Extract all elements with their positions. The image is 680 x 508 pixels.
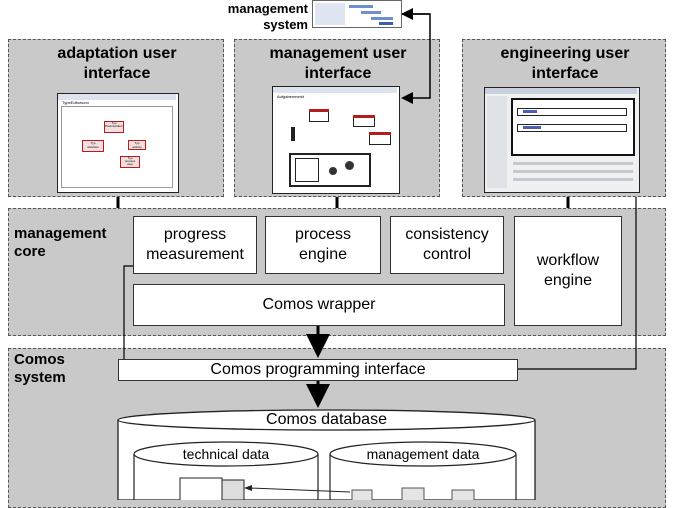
management-window-caption: Aufgabenmerkt <box>277 94 305 99</box>
adaptation-node-2: Typ activities <box>82 140 104 152</box>
comos-database-label: Comos database <box>266 411 387 428</box>
workflow-engine-box: workflow engine <box>514 216 622 326</box>
management-ui-panel: management user interface Aufgabenmerkt <box>234 39 440 197</box>
comos-wrapper-box: Comos wrapper <box>133 284 505 326</box>
adaptation-node-3: Typ activity <box>128 140 146 150</box>
engineering-ui-panel: engineering user interface <box>462 39 666 197</box>
management-system-label: management system <box>227 1 308 32</box>
management-ui-title: management user interface <box>269 45 407 82</box>
management-core-label: management core <box>14 225 107 260</box>
adaptation-ui-screenshot: TypeEditorsxxx Typ ProcessAlternative Ty… <box>57 93 179 193</box>
comos-programming-interface-box: Comos programming interface <box>118 359 518 381</box>
engineering-ui-screenshot <box>484 87 640 193</box>
comos-system-label: Comos system <box>14 351 66 386</box>
adaptation-window-caption: TypeEditorsxxx <box>62 100 90 105</box>
engineering-ui-title: engineering user interface <box>500 45 630 82</box>
technical-data-label: technical data <box>182 446 270 462</box>
adaptation-ui-panel: adaptation user interface TypeEditorsxxx… <box>8 39 224 197</box>
adaptation-ui-title: adaptation user interface <box>57 45 177 82</box>
adaptation-node-4: Typ process step <box>120 156 140 168</box>
consistency-control-box: consistency control <box>390 216 504 274</box>
progress-measurement-box: progress measurement <box>133 216 257 274</box>
adaptation-node-1: Typ ProcessAlternative <box>104 121 124 133</box>
process-engine-box: process engine <box>265 216 381 274</box>
management-data-label: management data <box>366 446 480 462</box>
management-ui-screenshot: Aufgabenmerkt <box>272 86 400 194</box>
management-system-screenshot <box>312 0 402 28</box>
